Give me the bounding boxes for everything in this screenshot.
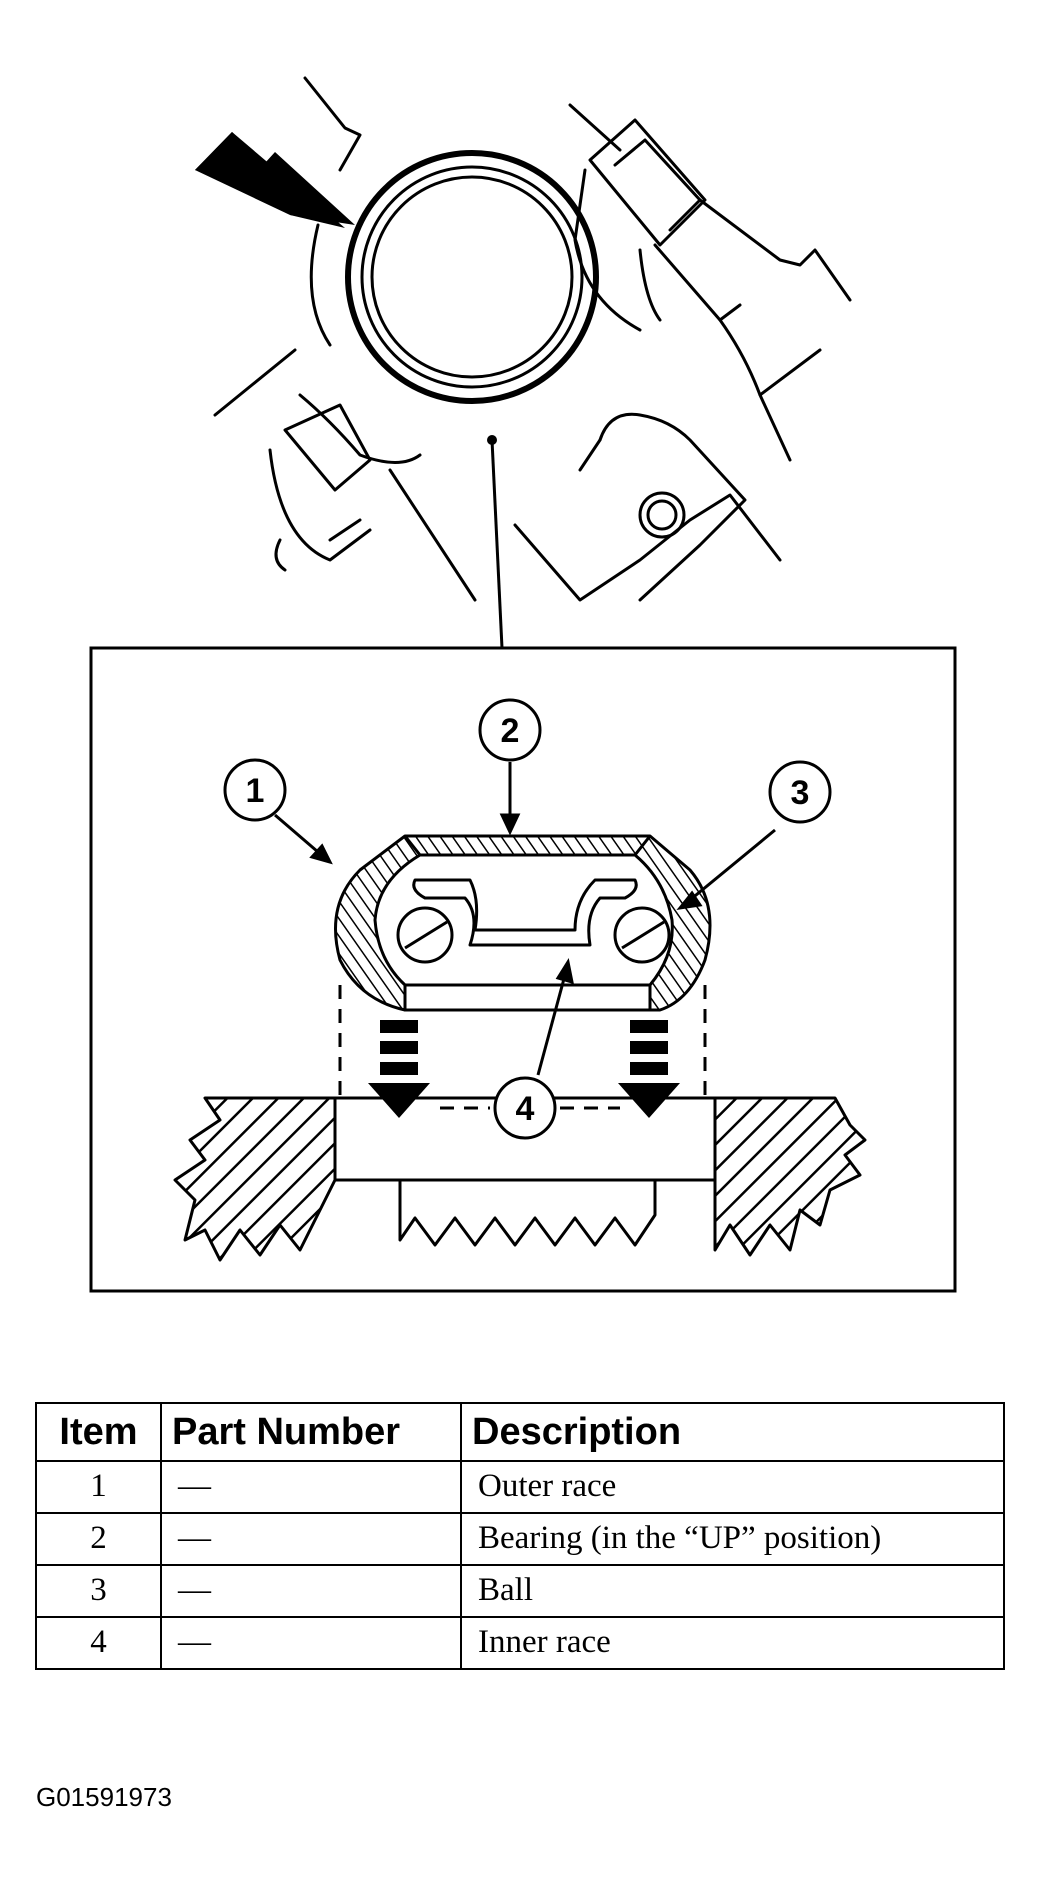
callout-2: 2 xyxy=(478,698,542,762)
row-item: 3 xyxy=(35,1564,162,1618)
bearing-cross-section xyxy=(334,834,712,1012)
row-description: Bearing (in the “UP” position) xyxy=(460,1512,1005,1566)
svg-text:3: 3 xyxy=(791,774,810,812)
table-row: 1 — Outer race xyxy=(35,1460,1005,1514)
row-item: 1 xyxy=(35,1460,162,1514)
bearing-bore xyxy=(345,150,599,404)
callout-1: 1 xyxy=(223,758,287,822)
table-row: 4 — Inner race xyxy=(35,1616,1005,1670)
callout-3: 3 xyxy=(768,760,832,824)
svg-text:2: 2 xyxy=(501,712,520,750)
row-item: 2 xyxy=(35,1512,162,1566)
figure-id: G01591973 xyxy=(36,1782,172,1812)
callout-leaders xyxy=(274,762,776,1076)
detail-frame xyxy=(89,646,957,1293)
row-item: 4 xyxy=(35,1616,162,1670)
svg-text:1: 1 xyxy=(246,772,265,810)
parts-table: Item Part Number Description 1 — Outer r… xyxy=(35,1402,1005,1670)
row-description: Inner race xyxy=(460,1616,1005,1670)
callout-4: 4 xyxy=(493,1076,557,1140)
leader-line xyxy=(490,439,504,649)
row-description: Outer race xyxy=(460,1460,1005,1514)
header-item: Item xyxy=(35,1402,162,1462)
press-arrows xyxy=(368,1020,680,1118)
row-part-number: — xyxy=(160,1460,462,1514)
bearing-installation-diagram: 1 2 3 4 xyxy=(89,76,957,1293)
row-description: Ball xyxy=(460,1564,1005,1618)
header-part-number: Part Number xyxy=(160,1402,462,1462)
alignment-guides xyxy=(338,985,707,1110)
svg-text:4: 4 xyxy=(516,1090,535,1128)
header-description: Description xyxy=(460,1402,1005,1462)
row-part-number: — xyxy=(160,1616,462,1670)
table-row: 2 — Bearing (in the “UP” position) xyxy=(35,1512,1005,1566)
table-header-row: Item Part Number Description xyxy=(35,1402,1005,1462)
housing-sketch xyxy=(213,76,852,602)
row-part-number: — xyxy=(160,1564,462,1618)
table-row: 3 — Ball xyxy=(35,1564,1005,1618)
row-part-number: — xyxy=(160,1512,462,1566)
